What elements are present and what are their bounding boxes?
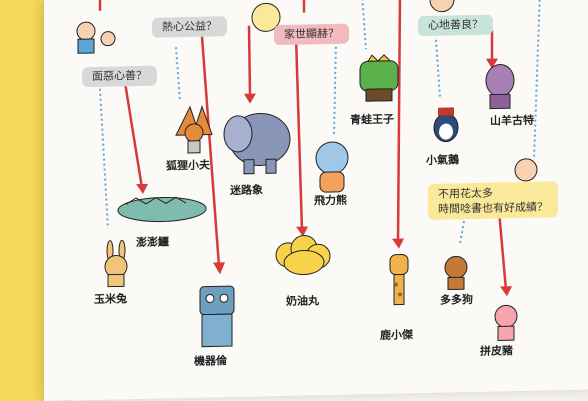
label-rabbit: 玉米兔 — [94, 292, 127, 306]
bubble-study: 不用花太多 時間唸書也有好成績？ — [428, 181, 558, 220]
label-goat: 山羊古特 — [490, 113, 534, 128]
bubble-family: 家世顯赫？ — [274, 23, 349, 46]
bubble-kind-heart: 心地善良？ — [418, 14, 493, 37]
bubble-public-welfare: 熱心公益？ — [152, 16, 227, 38]
label-elephant: 迷路象 — [230, 183, 263, 198]
label-penguin: 小氣鵝 — [426, 153, 459, 167]
bubble-kind-evil: 面惡心善？ — [82, 65, 157, 88]
poster-board: 面惡心善？ 熱心公益？ 家世顯赫？ 心地善良？ 不用花太多 時間唸書也有好成績？… — [44, 0, 588, 401]
elephant-character — [223, 112, 291, 175]
cloud-character — [275, 235, 331, 276]
label-robot: 機器倫 — [194, 354, 227, 368]
kids-character — [76, 21, 116, 54]
sunglasses-kid-character — [429, 0, 455, 13]
label-bear: 飛力熊 — [314, 193, 347, 208]
penguin-character — [433, 107, 459, 143]
label-fox: 狐狸小夫 — [166, 158, 210, 173]
dog-character — [444, 255, 468, 291]
label-cloud: 奶油丸 — [286, 294, 319, 308]
fox-character — [175, 105, 213, 154]
label-dog: 多多狗 — [440, 293, 473, 307]
label-crocodile: 澎澎鱷 — [136, 235, 169, 250]
illustrations — [76, 0, 541, 348]
giraffe-character — [389, 253, 409, 306]
sun-face-character — [251, 2, 281, 32]
label-pig: 拼皮豬 — [480, 344, 513, 358]
label-frog: 青蛙王子 — [350, 112, 394, 127]
label-giraffe: 鹿小傑 — [380, 328, 413, 342]
robot-character — [199, 285, 235, 348]
bear-character — [315, 141, 349, 193]
goat-character — [485, 63, 515, 110]
red-arrows — [98, 0, 512, 297]
blue-arrows — [99, 0, 541, 244]
frog-character — [359, 54, 399, 102]
pig-character — [494, 304, 518, 342]
rabbit-character — [104, 239, 128, 288]
crocodile-character — [117, 196, 207, 223]
smile-face-character — [514, 158, 538, 182]
